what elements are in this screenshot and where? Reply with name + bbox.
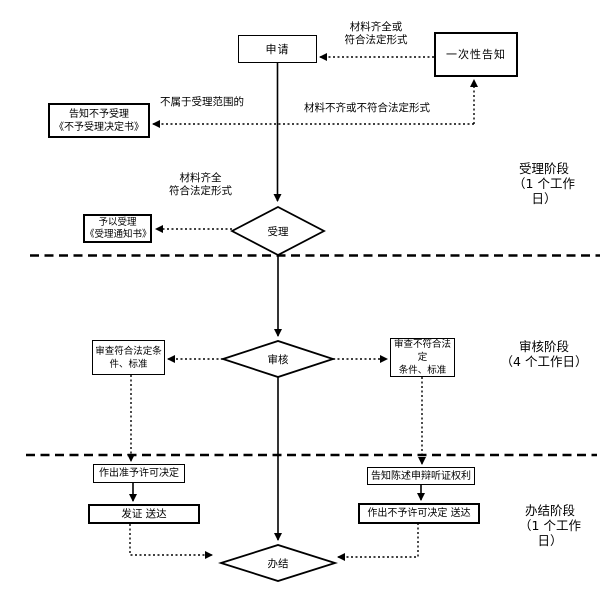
review-fail-box: 审查不符合法定 条件、标准 [390, 338, 455, 377]
accept-diamond-label: 受理 [267, 226, 289, 238]
reject-notice-box: 告知不予受理 《不予受理决定书》 [48, 103, 150, 138]
accept-notice-box: 予以受理 《受理通知书》 [83, 214, 152, 243]
review-diamond-label: 审核 [267, 354, 289, 366]
one-time-notice-box: 一次性告知 [434, 32, 518, 77]
dotted-deny-to-complete [337, 523, 419, 561]
review-pass-box: 审查符合法定条 件、标准 [92, 340, 165, 375]
edge-label-not-in-scope: 不属于受理范围的 [160, 96, 244, 108]
stage-label-accept: 受理阶段 （1 个工作 日） [513, 161, 575, 206]
dotted-issue-to-complete [129, 524, 213, 559]
stage-label-review: 审核阶段 （4 个工作日） [500, 339, 588, 369]
issue-deliver-box: 发证 送达 [88, 504, 200, 524]
complete-diamond-label: 办结 [267, 558, 289, 570]
stage-label-complete: 办结阶段 （1 个工作 日） [519, 503, 581, 548]
apply-box: 申请 [238, 35, 317, 63]
edge-label-complete-or-legal-form: 材料齐全或 符合法定形式 [344, 21, 408, 46]
grant-decision-box: 作出准予许可决定 [93, 464, 185, 483]
accept-diamond [230, 205, 326, 257]
deny-decision-box: 作出不予许可决定 送达 [358, 503, 480, 524]
edge-label-incomplete-form: 材料不齐或不符合法定形式 [304, 102, 430, 114]
review-diamond [220, 340, 336, 378]
edge-label-materials-complete: 材料齐全 符合法定形式 [169, 172, 232, 197]
notify-rights-box: 告知陈述申辩听证权利 [367, 467, 475, 485]
complete-diamond [218, 544, 338, 582]
